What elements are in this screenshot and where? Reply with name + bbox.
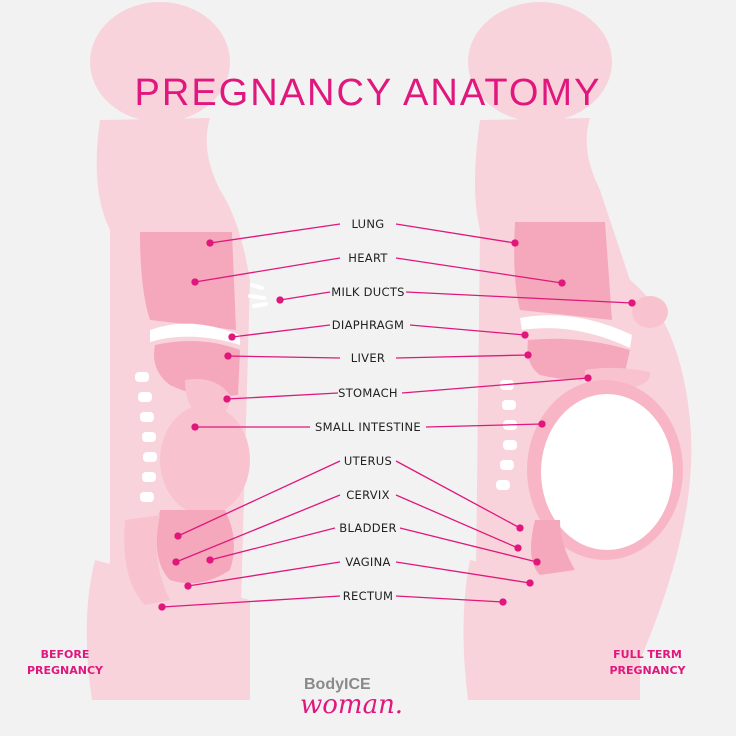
diaphragm-connector-right	[409, 324, 526, 336]
stomach-connector-left	[226, 392, 339, 400]
brand-logo-text: BodyICE	[304, 676, 371, 693]
diaphragm-dot-right	[521, 331, 529, 339]
small-intestine-dot-left	[191, 423, 199, 431]
rectum-dot-right	[499, 598, 507, 606]
liver-dot-right	[524, 351, 532, 359]
small-intestine-connector-right	[425, 423, 543, 428]
diaphragm-dot-left	[228, 333, 236, 341]
full-term-pregnancy-caption: FULL TERM PREGNANCY	[600, 647, 695, 679]
label-heart: HEART	[348, 251, 388, 265]
rectum-connector-left	[161, 595, 341, 608]
bladder-connector-right	[399, 527, 538, 563]
lung-dot-left	[206, 239, 214, 247]
brand-logo-script: woman.	[300, 690, 404, 720]
label-lung: LUNG	[351, 217, 385, 231]
diaphragm-connector-left	[231, 324, 331, 338]
cervix-dot-right	[514, 544, 522, 552]
vagina-connector-left	[187, 561, 341, 587]
full-term-caption-line2: PREGNANCY	[609, 664, 686, 677]
full-term-organs	[496, 222, 683, 575]
label-diaphragm: DIAPHRAGM	[331, 318, 405, 332]
cervix-connector-right	[395, 494, 519, 549]
label-bladder: BLADDER	[339, 521, 397, 535]
cervix-dot-left	[172, 558, 180, 566]
stomach-dot-left	[223, 395, 231, 403]
before-caption-line2: PREGNANCY	[26, 664, 104, 677]
label-uterus: UTERUS	[343, 454, 393, 468]
small-intestine-dot-right	[538, 420, 546, 428]
lung-connector-right	[395, 223, 516, 244]
uterus-connector-left	[177, 460, 341, 537]
label-rectum: RECTUM	[342, 589, 394, 603]
heart-dot-left	[191, 278, 199, 286]
rectum-dot-left	[158, 603, 166, 611]
uterus-dot-right	[516, 524, 524, 532]
stomach-connector-right	[401, 377, 589, 394]
bladder-dot-left	[206, 556, 214, 564]
label-small-intestine: SMALL INTESTINE	[315, 420, 421, 434]
heart-connector-left	[194, 257, 341, 283]
liver-dot-left	[224, 352, 232, 360]
full-term-caption-line1: FULL TERM	[613, 648, 682, 661]
before-pregnancy-caption: BEFORE PREGNANCY	[20, 647, 110, 679]
label-liver: LIVER	[350, 351, 386, 365]
milk-ducts-connector-left	[279, 291, 331, 301]
milk-ducts-connector-right	[405, 291, 633, 304]
liver-connector-right	[395, 354, 529, 359]
uterus-dot-left	[174, 532, 182, 540]
label-vagina: VAGINA	[345, 555, 391, 569]
cervix-connector-left	[175, 494, 341, 563]
vagina-dot-left	[184, 582, 192, 590]
heart-connector-right	[395, 257, 563, 284]
label-cervix: CERVIX	[346, 488, 390, 502]
stomach-dot-right	[584, 374, 592, 382]
rectum-connector-right	[395, 595, 504, 603]
page-title: PREGNANCY ANATOMY	[134, 72, 602, 114]
label-milk-ducts: MILK DUCTS	[331, 285, 405, 299]
heart-dot-right	[558, 279, 566, 287]
milk-ducts-dot-right	[628, 299, 636, 307]
lung-connector-left	[209, 223, 341, 244]
before-organs	[124, 232, 268, 605]
bladder-connector-left	[209, 527, 336, 561]
liver-connector-left	[227, 355, 341, 359]
vagina-connector-right	[395, 561, 531, 584]
milk-ducts-dot-left	[276, 296, 284, 304]
label-stomach: STOMACH	[338, 386, 398, 400]
uterus-connector-right	[395, 460, 521, 529]
vagina-dot-right	[526, 579, 534, 587]
before-caption-line1: BEFORE	[40, 648, 90, 661]
lung-dot-right	[511, 239, 519, 247]
bladder-dot-right	[533, 558, 541, 566]
